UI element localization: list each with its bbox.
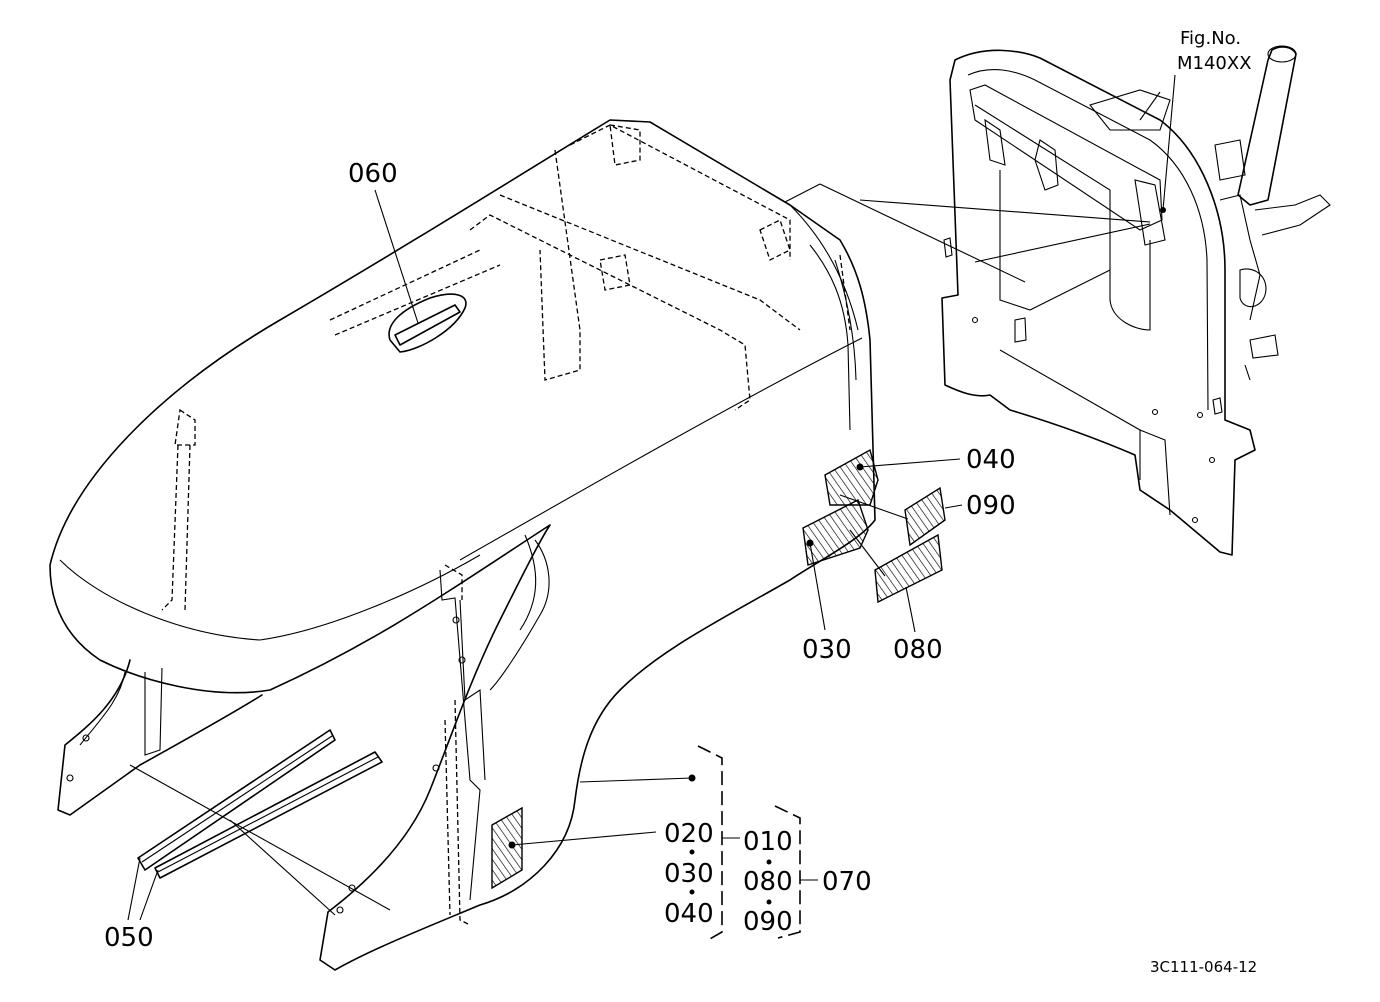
leader-lines: [127, 74, 1176, 921]
decal-030: [802, 499, 869, 566]
side-rails: [137, 729, 383, 879]
hood: [49, 119, 876, 971]
callout-060: 060: [348, 159, 398, 189]
callout-090: 090: [966, 491, 1016, 521]
assembly-item-020: 020: [664, 819, 714, 849]
assembly-item-090: 090: [743, 907, 793, 937]
callout-040: 040: [966, 445, 1016, 475]
decal-080: [874, 533, 943, 604]
callout-030: 030: [802, 635, 852, 665]
assembly-item-080: 080: [743, 867, 793, 897]
dash-panel: [941, 45, 1331, 556]
decal-group: [491, 448, 946, 890]
hood-inner-frame: [161, 124, 851, 926]
assembly-parent-070: 070: [822, 867, 872, 897]
fig-label: Fig.No.: [1180, 28, 1241, 49]
callout-080: 080: [893, 635, 943, 665]
decal-020: [491, 806, 523, 890]
assembly-item-030: 030: [664, 859, 714, 889]
callout-050: 050: [104, 923, 154, 953]
fig-number: M140XX: [1177, 53, 1252, 74]
decal-090: [904, 486, 946, 547]
hood-handle: [388, 293, 467, 353]
decal-040: [824, 448, 879, 506]
assembly-item-010: 010: [743, 827, 793, 857]
assembly-item-040: 040: [664, 899, 714, 929]
assembly-brackets: [689, 745, 818, 941]
drawing-code: 3C111-064-12: [1150, 958, 1257, 976]
